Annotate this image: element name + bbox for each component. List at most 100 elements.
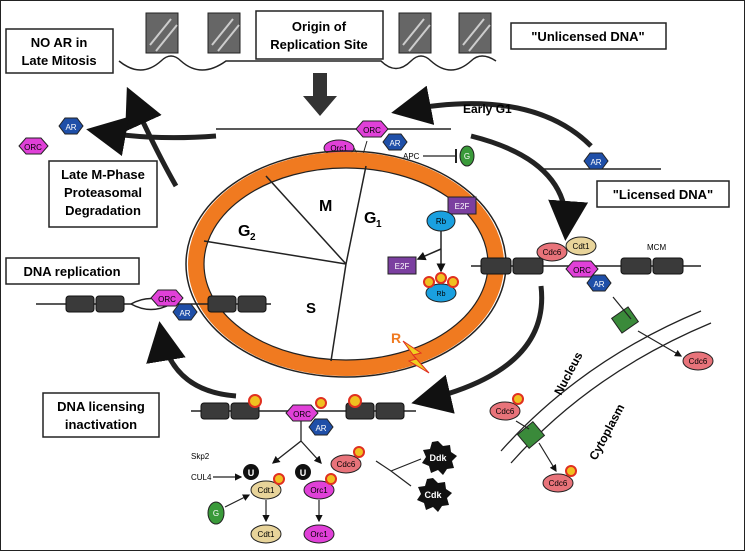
phase-g1-sub: 1 — [376, 219, 382, 230]
restriction-label: R — [391, 330, 401, 346]
origin-down-arrow — [303, 73, 337, 116]
nucleosome — [398, 12, 432, 54]
svg-text:Cdt1: Cdt1 — [258, 530, 275, 539]
inactivation-line2: inactivation — [65, 417, 137, 432]
cdc6-exported: Cdc6 — [682, 351, 714, 371]
nucleosome — [145, 12, 179, 54]
phosphate — [348, 394, 362, 408]
svg-text:Cdc6: Cdc6 — [337, 460, 356, 469]
phase-g1: G — [364, 210, 376, 227]
to-replication-arrow — [146, 321, 237, 399]
unlicensed-box: "Unlicensed DNA" — [510, 22, 667, 50]
top-chromatin — [118, 12, 497, 71]
svg-text:Cdc6: Cdc6 — [496, 407, 515, 416]
svg-text:E2F: E2F — [455, 202, 470, 211]
svg-text:U: U — [248, 468, 255, 478]
mcm-block — [480, 257, 512, 275]
early-g1-label: Early G1 — [463, 102, 512, 116]
svg-text:ORC: ORC — [363, 126, 381, 135]
phase-g2-sub: 2 — [250, 232, 256, 243]
svg-text:AR: AR — [65, 123, 76, 132]
licensed-complex: Cdc6 Cdt1 ORC AR — [536, 236, 612, 292]
inactivation-line1: DNA licensing — [57, 399, 145, 414]
no-ar-line1: NO AR in — [31, 35, 88, 50]
nuclear-membrane-outer — [500, 310, 702, 452]
early-g1-arrow — [391, 85, 593, 148]
apc-label: APC — [403, 152, 420, 161]
cdc6-phospho-nucleus: Cdc6 — [489, 393, 524, 421]
svg-text:AR: AR — [593, 280, 604, 289]
svg-text:Orc1: Orc1 — [310, 530, 328, 539]
branch-arrow-orc1 — [300, 440, 322, 464]
svg-text:AR: AR — [590, 158, 601, 167]
svg-text:Rb: Rb — [437, 291, 446, 298]
dna-replication-label: DNA replication — [23, 264, 120, 279]
replication-orc-complex: ORC AR — [150, 289, 198, 321]
cdk-label: Cdk — [424, 490, 442, 500]
cdc6-phospho-bottom: Cdc6 — [330, 446, 365, 474]
cul4-label: CUL4 — [191, 473, 212, 482]
mcm-block — [65, 295, 95, 313]
nuclear-pore — [516, 420, 546, 450]
free-orc: ORC — [18, 137, 49, 155]
inactivation-orc-complex: ORC AR — [285, 397, 334, 436]
mcm-block — [237, 295, 267, 313]
cytoplasm-label: Cytoplasm — [586, 402, 627, 463]
svg-text:ORC: ORC — [24, 143, 42, 152]
dna-replication-box: DNA replication — [5, 257, 140, 285]
cdt1-final: Cdt1 — [250, 524, 282, 544]
svg-text:Cdc6: Cdc6 — [543, 248, 562, 257]
cdc6-export-arrow — [538, 442, 557, 473]
cdc6-export-line — [515, 420, 530, 430]
mcm-block — [207, 295, 237, 313]
nucleus-label: Nucleus — [551, 349, 585, 397]
nuclear-pore — [610, 306, 640, 334]
mcm-block — [95, 295, 125, 313]
svg-text:Rb: Rb — [436, 217, 447, 226]
nucleosome — [207, 12, 241, 54]
svg-text:Orc1: Orc1 — [310, 486, 328, 495]
free-ar: AR — [58, 117, 84, 135]
mcm-block — [652, 257, 684, 275]
svg-text:E2F: E2F — [395, 262, 410, 271]
ubiquitinated-cdt1: U Cdt1 — [243, 464, 285, 500]
cdk-kinase — [417, 478, 452, 512]
svg-text:Orc1: Orc1 — [330, 144, 348, 153]
origin-label-line2: Replication Site — [270, 37, 368, 52]
licensing-inactivation-box: DNA licensing inactivation — [42, 392, 160, 438]
svg-text:Cdc6: Cdc6 — [689, 357, 708, 366]
cdc6-phospho-cytoplasm: Cdc6 — [542, 465, 577, 493]
orc1-final: Orc1 — [303, 524, 335, 544]
licensing-arrow — [470, 133, 589, 241]
ddk-kinase — [422, 441, 457, 475]
phase-m: M — [319, 198, 332, 215]
phosphate — [248, 394, 262, 408]
no-ar-line2: Late Mitosis — [21, 53, 96, 68]
g-to-cdt1-arrow — [224, 494, 251, 508]
degradation-line1: Late M-Phase — [61, 167, 145, 182]
mcm-block — [200, 402, 230, 420]
svg-text:AR: AR — [315, 424, 326, 433]
svg-text:Cdt1: Cdt1 — [258, 486, 275, 495]
to-inactivation-arrow — [411, 285, 545, 414]
svg-text:ORC: ORC — [293, 410, 311, 419]
kinase-link-ddk — [375, 458, 422, 472]
no-ar-box: NO AR in Late Mitosis — [5, 28, 114, 74]
svg-text:U: U — [300, 468, 307, 478]
mcm-block — [375, 402, 405, 420]
mcm-block — [620, 257, 652, 275]
export-line — [612, 296, 632, 320]
g-protein-top: G — [459, 145, 475, 167]
degradation-line2: Proteasomal — [64, 185, 142, 200]
phase-g2: G — [238, 223, 250, 240]
svg-text:G: G — [213, 509, 219, 518]
svg-text:AR: AR — [179, 309, 190, 318]
svg-text:AR: AR — [389, 139, 400, 148]
export-arrow — [637, 330, 683, 357]
svg-text:Cdc6: Cdc6 — [549, 479, 568, 488]
svg-text:G: G — [464, 152, 470, 161]
g-protein-bottom: G — [207, 501, 225, 525]
licensed-box: "Licensed DNA" — [596, 180, 730, 208]
